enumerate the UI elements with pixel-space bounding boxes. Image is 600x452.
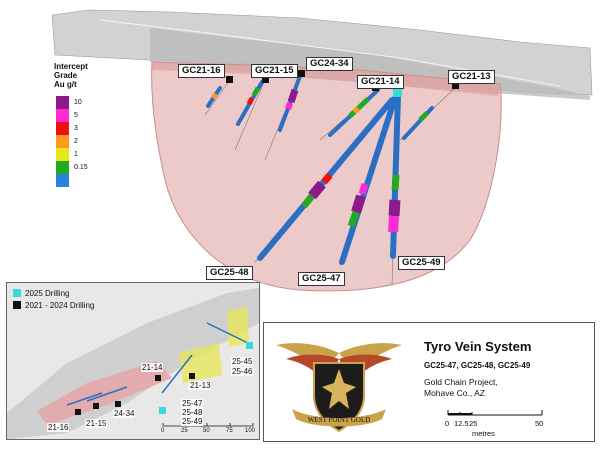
inset-label-21-15: 21-15 [85, 419, 108, 428]
title-holes: GC25-47, GC25-48, GC25-49 [424, 361, 531, 370]
inset-legend-2021-swatch [13, 301, 21, 309]
inset-legend-2021: 2021 - 2024 Drilling [13, 299, 94, 311]
inset-collar-25-47 [159, 407, 166, 414]
label-gc24-34: GC24-34 [306, 57, 353, 71]
grade-legend: Intercept Grade Au g/t 10 5 3 2 1 0.15 [54, 62, 114, 187]
grade-swatch-label: 0.15 [74, 164, 88, 171]
label-gc21-16: GC21-16 [178, 64, 225, 78]
inset-label-21-16: 21-16 [47, 423, 70, 432]
west-point-gold-logo: WEST POINT GOLD [276, 343, 402, 433]
grade-swatch [56, 122, 69, 135]
grade-swatch [56, 109, 69, 122]
legend-title-3: Au g/t [54, 80, 77, 89]
label-gc21-14: GC21-14 [357, 75, 404, 89]
drill-hole-gc21-14 [328, 88, 380, 137]
inset-label-25-45: 25-45 [231, 357, 254, 366]
inset-scale-25: 25 [181, 428, 188, 434]
grade-swatch [56, 135, 69, 148]
grade-swatch-label: 5 [74, 112, 78, 119]
inset-map-graphic [7, 288, 259, 439]
inset-scale-100: 100 [245, 428, 256, 434]
inset-scale-75: 75 [226, 428, 233, 434]
inset-legend-2025-label: 2025 Drilling [25, 288, 70, 298]
legend-title-2: Grade [54, 71, 78, 80]
inset-collar-21-16 [75, 409, 81, 415]
label-gc25-48: GC25-48 [206, 266, 253, 280]
inset-yellow-zone-2 [227, 307, 249, 347]
inset-legend-2021-label: 2021 - 2024 Drilling [25, 300, 95, 310]
inset-scalebar [162, 423, 254, 427]
inset-drillholes [66, 322, 253, 406]
inset-map: 2025 Drilling 2021 - 2024 Drilling 25-45… [6, 282, 260, 440]
title-scale-12-5: 12.5 [454, 419, 469, 428]
label-gc25-47: GC25-47 [298, 272, 345, 286]
grade-swatches: 10 5 3 2 1 0.15 [56, 96, 88, 187]
label-gc21-13: GC21-13 [448, 70, 495, 84]
title-project: Gold Chain Project, Mohave Co., AZ [424, 377, 498, 399]
grade-swatch [56, 174, 69, 187]
collar-gc24-34 [298, 70, 305, 77]
drill-hole-gc25-48 [257, 97, 395, 261]
title-project-line1: Gold Chain Project, [424, 377, 498, 387]
drill-hole-gc21-13 [402, 106, 434, 140]
legend-title-1: Intercept [54, 62, 88, 71]
drill-hole-gc24-34 [278, 74, 302, 132]
inset-label-24-34: 24-34 [113, 409, 136, 418]
grade-swatch-label: 3 [74, 125, 78, 132]
grade-swatch [56, 148, 69, 161]
inset-legend: 2025 Drilling 2021 - 2024 Drilling [13, 287, 94, 311]
inset-collar-21-14 [155, 375, 161, 381]
collar-2025 [393, 88, 402, 97]
collar-gc21-16 [226, 76, 233, 83]
title-project-line2: Mohave Co., AZ [424, 388, 485, 398]
inset-label-25-46: 25-46 [231, 367, 254, 376]
logo-text: WEST POINT GOLD [308, 416, 370, 424]
drill-hole-gc21-15 [236, 80, 264, 126]
vein-top-band [152, 62, 500, 96]
title-scale-0: 0 [445, 419, 450, 428]
inset-legend-2025: 2025 Drilling [13, 287, 94, 299]
grade-swatch-label: 10 [74, 99, 82, 106]
title-text: Tyro Vein System [424, 339, 532, 354]
title-scale-25: 25 [469, 419, 478, 428]
inset-collar-25-45 [246, 342, 253, 349]
inset-label-25-48: 25-48 [181, 408, 204, 417]
inset-scale-50: 50 [203, 428, 210, 434]
inset-label-25-49: 25-49 [181, 417, 204, 426]
grade-swatch-label: 2 [74, 138, 78, 145]
inset-collar-24-34 [115, 401, 121, 407]
drill-hole-gc25-47 [339, 95, 398, 265]
inset-collar-21-15 [93, 403, 99, 409]
title-scale-50: 50 [535, 419, 544, 428]
inset-vein-zone [37, 361, 172, 425]
title-scale-unit: metres [472, 429, 495, 438]
title-scalebar [447, 410, 543, 416]
collar-gc21-13 [452, 82, 459, 89]
drill-hole-gc21-16 [206, 86, 222, 108]
grade-swatch [56, 161, 69, 174]
inset-label-21-14: 21-14 [141, 363, 164, 372]
inset-collar-21-13 [189, 373, 195, 379]
logo-ribbon-icon [292, 409, 386, 427]
label-gc21-15: GC21-15 [251, 64, 298, 78]
inset-label-21-13: 21-13 [189, 381, 212, 390]
collar-gc21-15 [262, 76, 269, 83]
logo-eagle-icon [322, 369, 356, 409]
inset-scale-0: 0 [161, 428, 165, 434]
title-block: WEST POINT GOLD Tyro Vein System GC25-47… [263, 322, 595, 442]
grade-swatch-label: 1 [74, 151, 78, 158]
label-gc25-49: GC25-49 [398, 256, 445, 270]
inset-label-25-47: 25-47 [181, 399, 204, 408]
drill-hole-gc25-49 [388, 93, 401, 259]
inset-legend-2025-swatch [13, 289, 21, 297]
grade-swatch [56, 96, 69, 109]
